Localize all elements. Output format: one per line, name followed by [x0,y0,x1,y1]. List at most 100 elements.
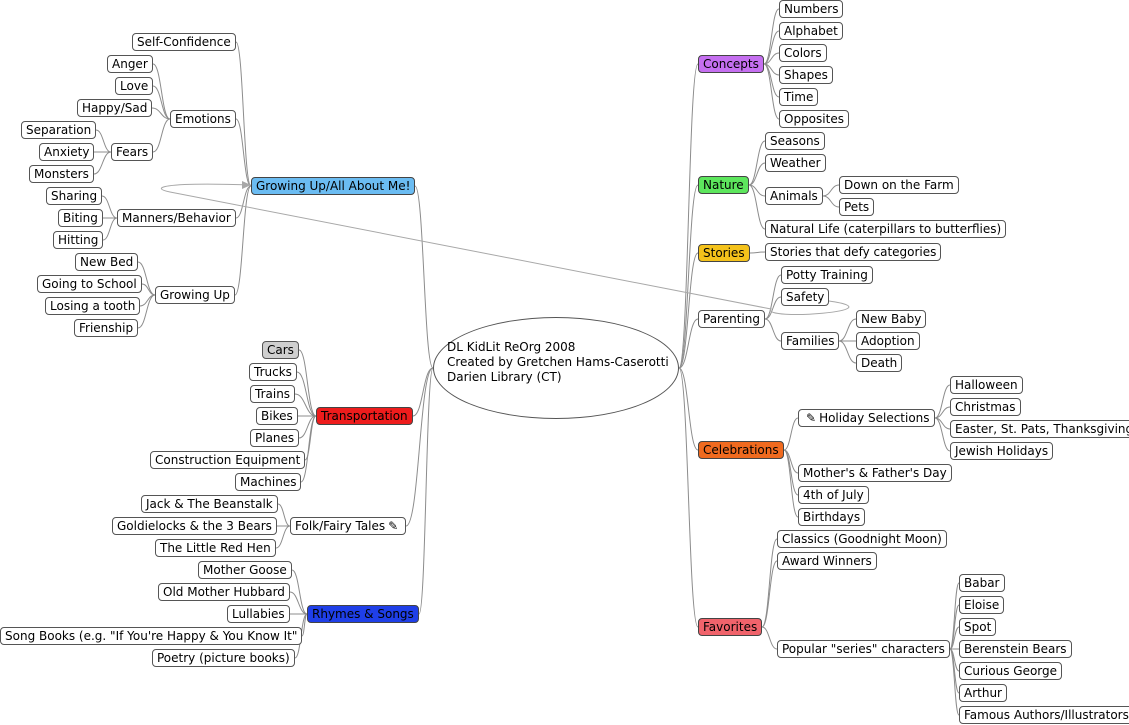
node-curious-george[interactable]: Curious George [959,662,1063,680]
node-christmas[interactable]: Christmas [950,398,1021,416]
node-jewish-holidays[interactable]: Jewish Holidays [950,442,1054,460]
node-babar[interactable]: Babar [959,574,1005,592]
node-sharing[interactable]: Sharing [46,187,103,205]
central-topic[interactable]: DL KidLit ReOrg 2008 Created by Gretchen… [433,317,679,419]
topic-folk-fairy-tales[interactable]: Folk/Fairy Tales✎ [290,517,407,535]
node-anxiety[interactable]: Anxiety [39,143,95,161]
link-concepts-colors [763,52,780,65]
topic-rhymes-and-songs[interactable]: Rhymes & Songs [307,605,419,623]
node-trucks[interactable]: Trucks [249,363,297,381]
node-birthdays[interactable]: Birthdays [798,508,866,526]
node-lullabies[interactable]: Lullabies [227,605,290,623]
node-trains[interactable]: Trains [250,385,296,403]
node-separation[interactable]: Separation [21,121,97,139]
node-folk-label: Folk/Fairy Tales [295,519,386,533]
node-easter-st-pats-thanksgiving[interactable]: Easter, St. Pats, Thanksgiving [950,420,1129,438]
node-planes[interactable]: Planes [250,429,300,447]
link-transportation-construction [304,415,317,461]
node-self-confidence[interactable]: Self-Confidence [132,33,236,51]
node-families[interactable]: Families [781,332,840,350]
node-emotions[interactable]: Emotions [170,110,236,128]
node-popular-series-characters[interactable]: Popular "series" characters [777,640,950,658]
node-weather[interactable]: Weather [765,154,826,172]
cross-link-arrowhead [242,181,251,189]
node-famous-authors-illustrators[interactable]: Famous Authors/Illustrators [959,706,1129,724]
node-seasons[interactable]: Seasons [765,132,825,150]
node-mothers-fathers-day[interactable]: Mother's & Father's Day [798,464,952,482]
topic-transportation[interactable]: Transportation [316,407,413,425]
node-going-to-school[interactable]: Going to School [37,275,142,293]
node-4th-of-july[interactable]: 4th of July [798,486,869,504]
node-anger[interactable]: Anger [107,55,153,73]
node-natural-life[interactable]: Natural Life (caterpillars to butterflie… [765,220,1007,238]
node-cars[interactable]: Cars [262,341,299,359]
node-love[interactable]: Love [115,77,154,95]
node-award-winners[interactable]: Award Winners [777,552,877,570]
link-manners-hitting [102,217,118,241]
node-bikes[interactable]: Bikes [256,407,298,425]
node-down-on-the-farm[interactable]: Down on the Farm [839,176,959,194]
node-stories-that-defy-categories[interactable]: Stories that defy categories [765,243,942,261]
node-new-baby[interactable]: New Baby [856,310,927,328]
node-losing-a-tooth[interactable]: Losing a tooth [45,297,141,315]
link-center-concepts [678,63,699,369]
link-transportation-trains [294,393,317,417]
node-song-books[interactable]: Song Books (e.g. "If You're Happy & You … [0,627,303,645]
node-happy-sad[interactable]: Happy/Sad [77,99,153,117]
node-growing-up[interactable]: Growing Up [155,286,235,304]
node-old-mother-hubbard[interactable]: Old Mother Hubbard [158,583,290,601]
topic-stories[interactable]: Stories [698,244,750,262]
node-goldielocks[interactable]: Goldielocks & the 3 Bears [112,517,277,535]
node-halloween[interactable]: Halloween [950,376,1023,394]
node-safety[interactable]: Safety [781,288,830,306]
node-arthur[interactable]: Arthur [959,684,1007,702]
topic-celebrations[interactable]: Celebrations [698,441,784,459]
node-spot[interactable]: Spot [959,618,997,636]
node-little-red-hen[interactable]: The Little Red Hen [155,539,276,557]
node-animals[interactable]: Animals [765,187,823,205]
topic-nature[interactable]: Nature [698,176,749,194]
link-center-stories [678,252,699,369]
node-machines[interactable]: Machines [235,473,302,491]
node-numbers[interactable]: Numbers [779,0,844,18]
node-frienship[interactable]: Frienship [74,319,139,337]
node-berenstein-bears[interactable]: Berenstein Bears [959,640,1072,658]
link-center-favorites [678,367,699,628]
topic-growing-up-all-about-me[interactable]: Growing Up/All About Me! [251,177,416,195]
link-nature-weather [748,162,766,186]
node-monsters[interactable]: Monsters [29,165,94,183]
central-topic-line-3: Darien Library (CT) [447,370,562,384]
link-concepts-alphabet [763,30,780,65]
node-pets[interactable]: Pets [839,198,875,216]
node-fears[interactable]: Fears [111,143,154,161]
node-eloise[interactable]: Eloise [959,596,1005,614]
link-popular-famous [949,648,960,716]
node-colors[interactable]: Colors [779,44,827,62]
topic-parenting[interactable]: Parenting [698,310,765,328]
node-opposites[interactable]: Opposites [779,110,849,128]
central-topic-line-1: DL KidLit ReOrg 2008 [447,340,576,354]
link-transportation-planes [298,415,317,439]
node-time[interactable]: Time [779,88,819,106]
link-popular-spot [949,626,960,650]
node-holiday-selections[interactable]: ✎Holiday Selections [798,409,935,427]
node-construction-equipment[interactable]: Construction Equipment [150,451,306,469]
node-biting[interactable]: Biting [58,209,103,227]
node-alphabet[interactable]: Alphabet [779,22,843,40]
topic-favorites[interactable]: Favorites [698,618,763,636]
node-new-bed[interactable]: New Bed [75,253,139,271]
node-poetry[interactable]: Poetry (picture books) [152,649,295,667]
topic-concepts[interactable]: Concepts [698,55,764,73]
node-manners-behavior[interactable]: Manners/Behavior [117,209,236,227]
node-potty-training[interactable]: Potty Training [781,266,873,284]
node-shapes[interactable]: Shapes [779,66,833,84]
link-favorites-award [761,560,778,628]
node-mother-goose[interactable]: Mother Goose [198,561,292,579]
node-classics[interactable]: Classics (Goodnight Moon) [777,530,947,548]
node-hitting[interactable]: Hitting [53,231,104,249]
node-death[interactable]: Death [856,354,903,372]
node-adoption[interactable]: Adoption [856,332,920,350]
link-holiday-halloween [934,384,951,419]
node-jack-and-the-beanstalk[interactable]: Jack & The Beanstalk [141,495,278,513]
